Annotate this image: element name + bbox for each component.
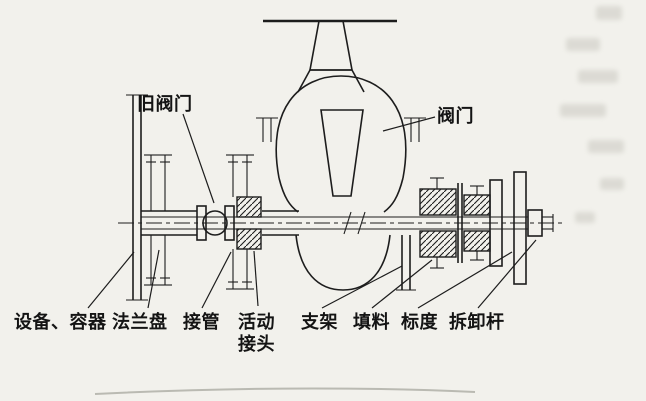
valve-body (256, 75, 426, 291)
packing-gland (419, 177, 503, 269)
page-curl-shadow (94, 387, 476, 395)
leader-lines (87, 113, 537, 309)
bleed-through-mark (560, 104, 606, 117)
valve-side-flange-left (256, 117, 278, 142)
label-support-bracket: 支架 (300, 311, 338, 332)
valve-stem (297, 20, 365, 93)
support-bracket (396, 235, 416, 291)
label-flange-plate: 法兰盘 (112, 311, 168, 332)
centerline (118, 211, 562, 235)
label-equipment-container: 设备、容器 (14, 311, 107, 332)
scale-plate (513, 171, 527, 285)
connecting-pipe (141, 210, 299, 236)
label-connecting-pipe: 接管 (183, 311, 220, 332)
vessel-wall (126, 94, 148, 301)
removal-rod (141, 209, 554, 237)
label-movable-joint-line2: 接头 (238, 333, 275, 354)
labels: 旧阀门 阀门 设备、容器 法兰盘 接管 活动 接头 支架 填料 标度 拆卸杆 (14, 93, 505, 354)
valve-wedge (320, 109, 364, 197)
label-scale: 标度 (400, 311, 438, 332)
label-valve: 阀门 (437, 105, 474, 126)
bleed-through-mark (600, 178, 624, 190)
movable-joint (236, 196, 262, 250)
bleed-through-mark (578, 70, 618, 83)
bleed-through-mark (566, 38, 600, 51)
bleed-through-mark (596, 6, 622, 20)
bleed-through-mark (588, 140, 624, 153)
label-packing: 填料 (353, 311, 390, 332)
old-valve (196, 205, 235, 241)
label-removal-rod: 拆卸杆 (449, 311, 505, 332)
label-old-valve: 旧阀门 (137, 93, 193, 114)
label-movable-joint-line1: 活动 (238, 311, 275, 332)
bleed-through-mark (575, 212, 595, 223)
valve-side-flange-right (404, 117, 426, 142)
flange-symbols (144, 154, 254, 290)
